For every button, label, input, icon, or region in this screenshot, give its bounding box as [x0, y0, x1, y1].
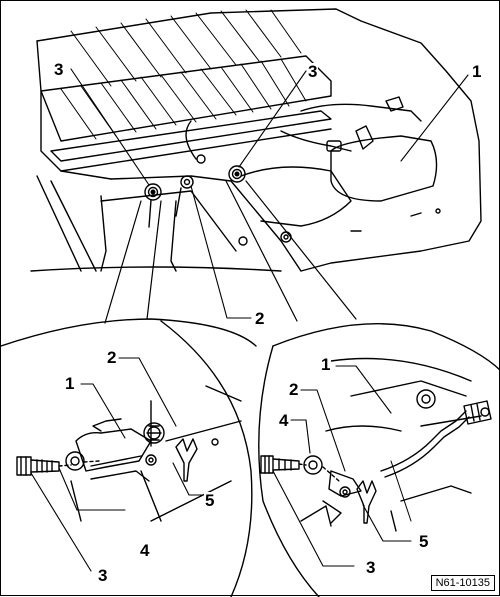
callout-5-left: 5 — [204, 491, 216, 510]
callout-2-left: 2 — [106, 348, 118, 367]
callout-1-left: 1 — [64, 374, 76, 393]
callout-1-main: 1 — [471, 62, 483, 81]
right-detail-view — [258, 323, 500, 597]
projection-lines — [104, 180, 357, 324]
overview-drawing — [30, 8, 482, 272]
figure-id: N61-10135 — [430, 575, 495, 591]
callout-3-main-left: 3 — [53, 60, 65, 79]
callout-5-right: 5 — [418, 532, 430, 551]
callout-3-left: 3 — [97, 566, 109, 585]
callout-2-right: 2 — [288, 380, 300, 399]
callout-2-main: 2 — [254, 309, 266, 328]
left-detail-view — [1, 318, 257, 597]
callout-3-main-right: 3 — [307, 62, 319, 81]
callout-4-left: 4 — [139, 541, 151, 560]
callout-4-right: 4 — [278, 411, 290, 430]
callout-3-right: 3 — [365, 558, 377, 577]
leader-lines — [30, 68, 469, 572]
callout-1-right: 1 — [320, 355, 332, 374]
